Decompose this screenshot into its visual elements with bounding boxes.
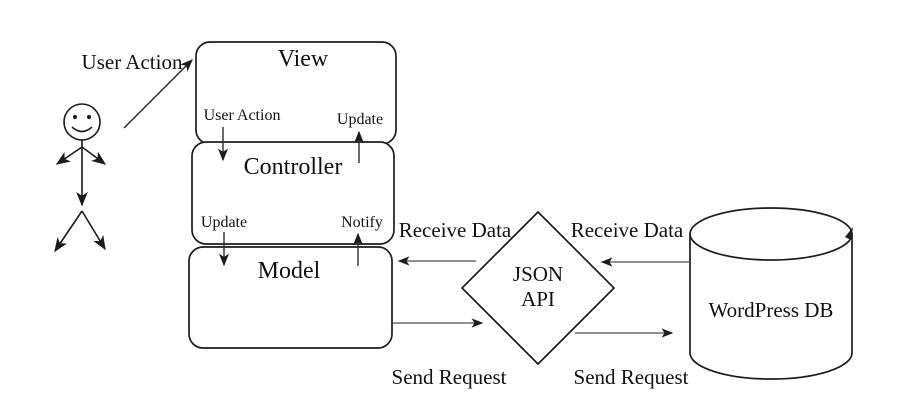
json-api-label-line1: JSON [513, 262, 563, 286]
actor-smile [71, 126, 93, 133]
actor-left-eye [72, 114, 78, 120]
label-update-view: Update [337, 111, 383, 128]
json-api-label-line2: API [521, 287, 555, 311]
label-receive-data-left: Receive Data [399, 218, 512, 242]
arrow-user-to-view [123, 59, 193, 129]
actor-right-eye [86, 114, 92, 120]
cylinder-body [689, 234, 853, 380]
cylinder-arc-arrowhead [845, 227, 853, 240]
label-notify: Notify [341, 214, 383, 231]
label-update-controller: Update [201, 214, 247, 231]
actor-left-arm [55, 146, 83, 165]
label-user-action-inner: User Action [204, 107, 281, 124]
model-box-title: Model [258, 258, 321, 284]
wordpress-db-label: WordPress DB [709, 298, 834, 322]
label-receive-data-right: Receive Data [571, 218, 684, 242]
json-api-diamond [460, 210, 616, 366]
label-send-request-left: Send Request [392, 365, 507, 389]
actor-right-leg [81, 210, 106, 251]
view-box-title: View [278, 46, 329, 72]
actor-head [63, 103, 101, 141]
controller-box [191, 141, 395, 245]
wordpress-db-cylinder [689, 207, 853, 380]
model-box [188, 246, 393, 349]
label-send-request-right: Send Request [574, 365, 689, 389]
actor-right-arm [81, 146, 107, 165]
controller-box-title: Controller [244, 154, 343, 180]
label-user-action-outer: User Action [82, 50, 183, 74]
cylinder-top [689, 207, 853, 261]
user-actor [54, 103, 107, 253]
actor-left-leg [54, 210, 83, 253]
